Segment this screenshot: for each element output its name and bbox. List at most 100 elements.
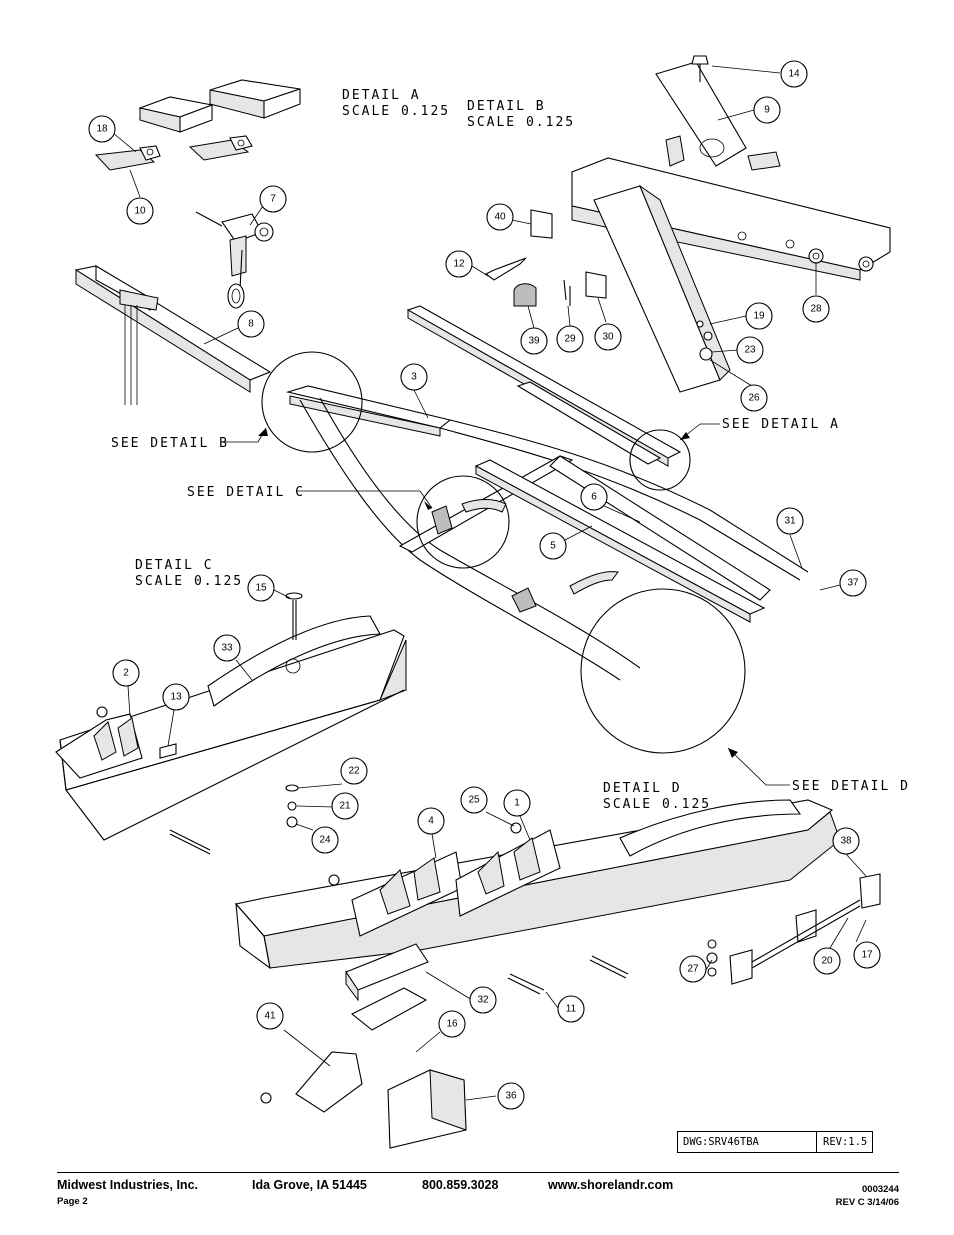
callout-29: 29	[556, 325, 584, 353]
callout-15: 15	[247, 574, 275, 602]
detail-a-parts	[94, 79, 301, 171]
svg-text:9: 9	[764, 105, 770, 116]
callout-19: 19	[745, 302, 773, 330]
svg-text:26: 26	[748, 393, 760, 404]
detail-a-scale: SCALE 0.125	[342, 104, 450, 119]
svg-text:11: 11	[566, 1004, 577, 1015]
leader-lines	[112, 65, 867, 1101]
footer-doc-number: 0003244	[862, 1184, 899, 1195]
svg-text:10: 10	[134, 206, 146, 217]
callout-41: 41	[256, 1002, 284, 1030]
callout-16: 16	[438, 1010, 466, 1038]
trailer-frame	[285, 305, 809, 681]
title-block-divider	[816, 1132, 817, 1152]
callout-36: 36	[497, 1082, 525, 1110]
svg-text:19: 19	[753, 311, 765, 322]
svg-text:20: 20	[821, 956, 833, 967]
svg-text:1: 1	[514, 798, 520, 809]
callout-8: 8	[237, 310, 265, 338]
svg-text:3: 3	[411, 372, 417, 383]
detail-c-title: DETAIL C	[135, 558, 214, 573]
footer-company: Midwest Industries, Inc.	[57, 1178, 198, 1192]
svg-text:30: 30	[602, 332, 614, 343]
svg-text:39: 39	[528, 336, 540, 347]
svg-text:24: 24	[319, 835, 331, 846]
svg-text:33: 33	[221, 643, 233, 654]
callout-2: 2	[112, 659, 140, 687]
callout-12: 12	[445, 250, 473, 278]
callout-5: 5	[539, 532, 567, 560]
axle-bracket	[571, 55, 891, 393]
drawing-revision: REV:1.5	[823, 1136, 868, 1148]
detail-b-title: DETAIL B	[467, 99, 546, 114]
tongue-assembly	[74, 265, 272, 405]
svg-text:2: 2	[123, 668, 129, 679]
callout-38: 38	[832, 827, 860, 855]
callout-40: 40	[486, 203, 514, 231]
callout-24: 24	[311, 826, 339, 854]
drawing-number: DWG:SRV46TBA	[683, 1136, 759, 1148]
svg-text:13: 13	[170, 692, 182, 703]
svg-text:12: 12	[453, 259, 465, 270]
detail-d-title: DETAIL D	[603, 781, 682, 796]
callout-7: 7	[259, 185, 287, 213]
svg-text:25: 25	[468, 795, 480, 806]
callout-18: 18	[88, 115, 116, 143]
see-detail-arrows	[225, 423, 790, 786]
callout-22: 22	[340, 757, 368, 785]
callout-26: 26	[740, 384, 768, 412]
svg-text:40: 40	[494, 212, 506, 223]
callout-4: 4	[417, 807, 445, 835]
svg-text:5: 5	[550, 541, 556, 552]
callout-17: 17	[853, 941, 881, 969]
svg-text:7: 7	[270, 194, 276, 205]
see-detail-c: SEE DETAIL C	[187, 485, 305, 500]
callout-20: 20	[813, 947, 841, 975]
detail-c-scale: SCALE 0.125	[135, 574, 243, 589]
svg-text:4: 4	[428, 816, 434, 827]
footer-page-number: Page 2	[57, 1196, 88, 1207]
callout-9: 9	[753, 96, 781, 124]
svg-text:31: 31	[784, 516, 796, 527]
svg-text:8: 8	[248, 319, 254, 330]
svg-text:37: 37	[847, 578, 859, 589]
see-detail-d: SEE DETAIL D	[792, 779, 910, 794]
callout-37: 37	[839, 569, 867, 597]
detail-d-circle	[580, 588, 746, 754]
footer-city: Ida Grove, IA 51445	[252, 1178, 367, 1192]
svg-text:17: 17	[861, 950, 873, 961]
svg-text:38: 38	[840, 836, 852, 847]
callout-39: 39	[520, 327, 548, 355]
callout-21: 21	[331, 792, 359, 820]
detail-b-scale: SCALE 0.125	[467, 115, 575, 130]
footer-phone: 800.859.3028	[422, 1178, 499, 1192]
winch	[195, 211, 274, 309]
callout-27: 27	[679, 955, 707, 983]
callout-11: 11	[557, 995, 585, 1023]
drawing-title-block: DWG:SRV46TBA REV:1.5	[677, 1131, 873, 1153]
svg-text:29: 29	[564, 334, 576, 345]
callout-balloons: 14 9 18 10 7 40 12 8 39 29 30 19 23 28 2…	[88, 60, 881, 1110]
svg-text:36: 36	[505, 1091, 517, 1102]
svg-text:23: 23	[744, 345, 756, 356]
svg-text:6: 6	[591, 492, 597, 503]
svg-text:18: 18	[96, 124, 108, 135]
callout-31: 31	[776, 507, 804, 535]
callout-25: 25	[460, 786, 488, 814]
svg-text:22: 22	[348, 766, 360, 777]
detail-a-circle	[629, 429, 691, 491]
callout-10: 10	[126, 197, 154, 225]
callout-6: 6	[580, 483, 608, 511]
page-footer: Midwest Industries, Inc. Ida Grove, IA 5…	[57, 1172, 899, 1208]
callout-3: 3	[400, 363, 428, 391]
svg-text:41: 41	[264, 1011, 276, 1022]
callout-13: 13	[162, 683, 190, 711]
svg-text:28: 28	[810, 304, 822, 315]
detail-b-circle	[261, 351, 363, 453]
detail-labels: DETAIL A SCALE 0.125 DETAIL B SCALE 0.12…	[111, 88, 910, 812]
detail-c-circle	[416, 475, 510, 569]
see-detail-b: SEE DETAIL B	[111, 436, 229, 451]
svg-text:21: 21	[339, 801, 351, 812]
svg-text:32: 32	[477, 995, 489, 1006]
svg-text:15: 15	[255, 583, 267, 594]
